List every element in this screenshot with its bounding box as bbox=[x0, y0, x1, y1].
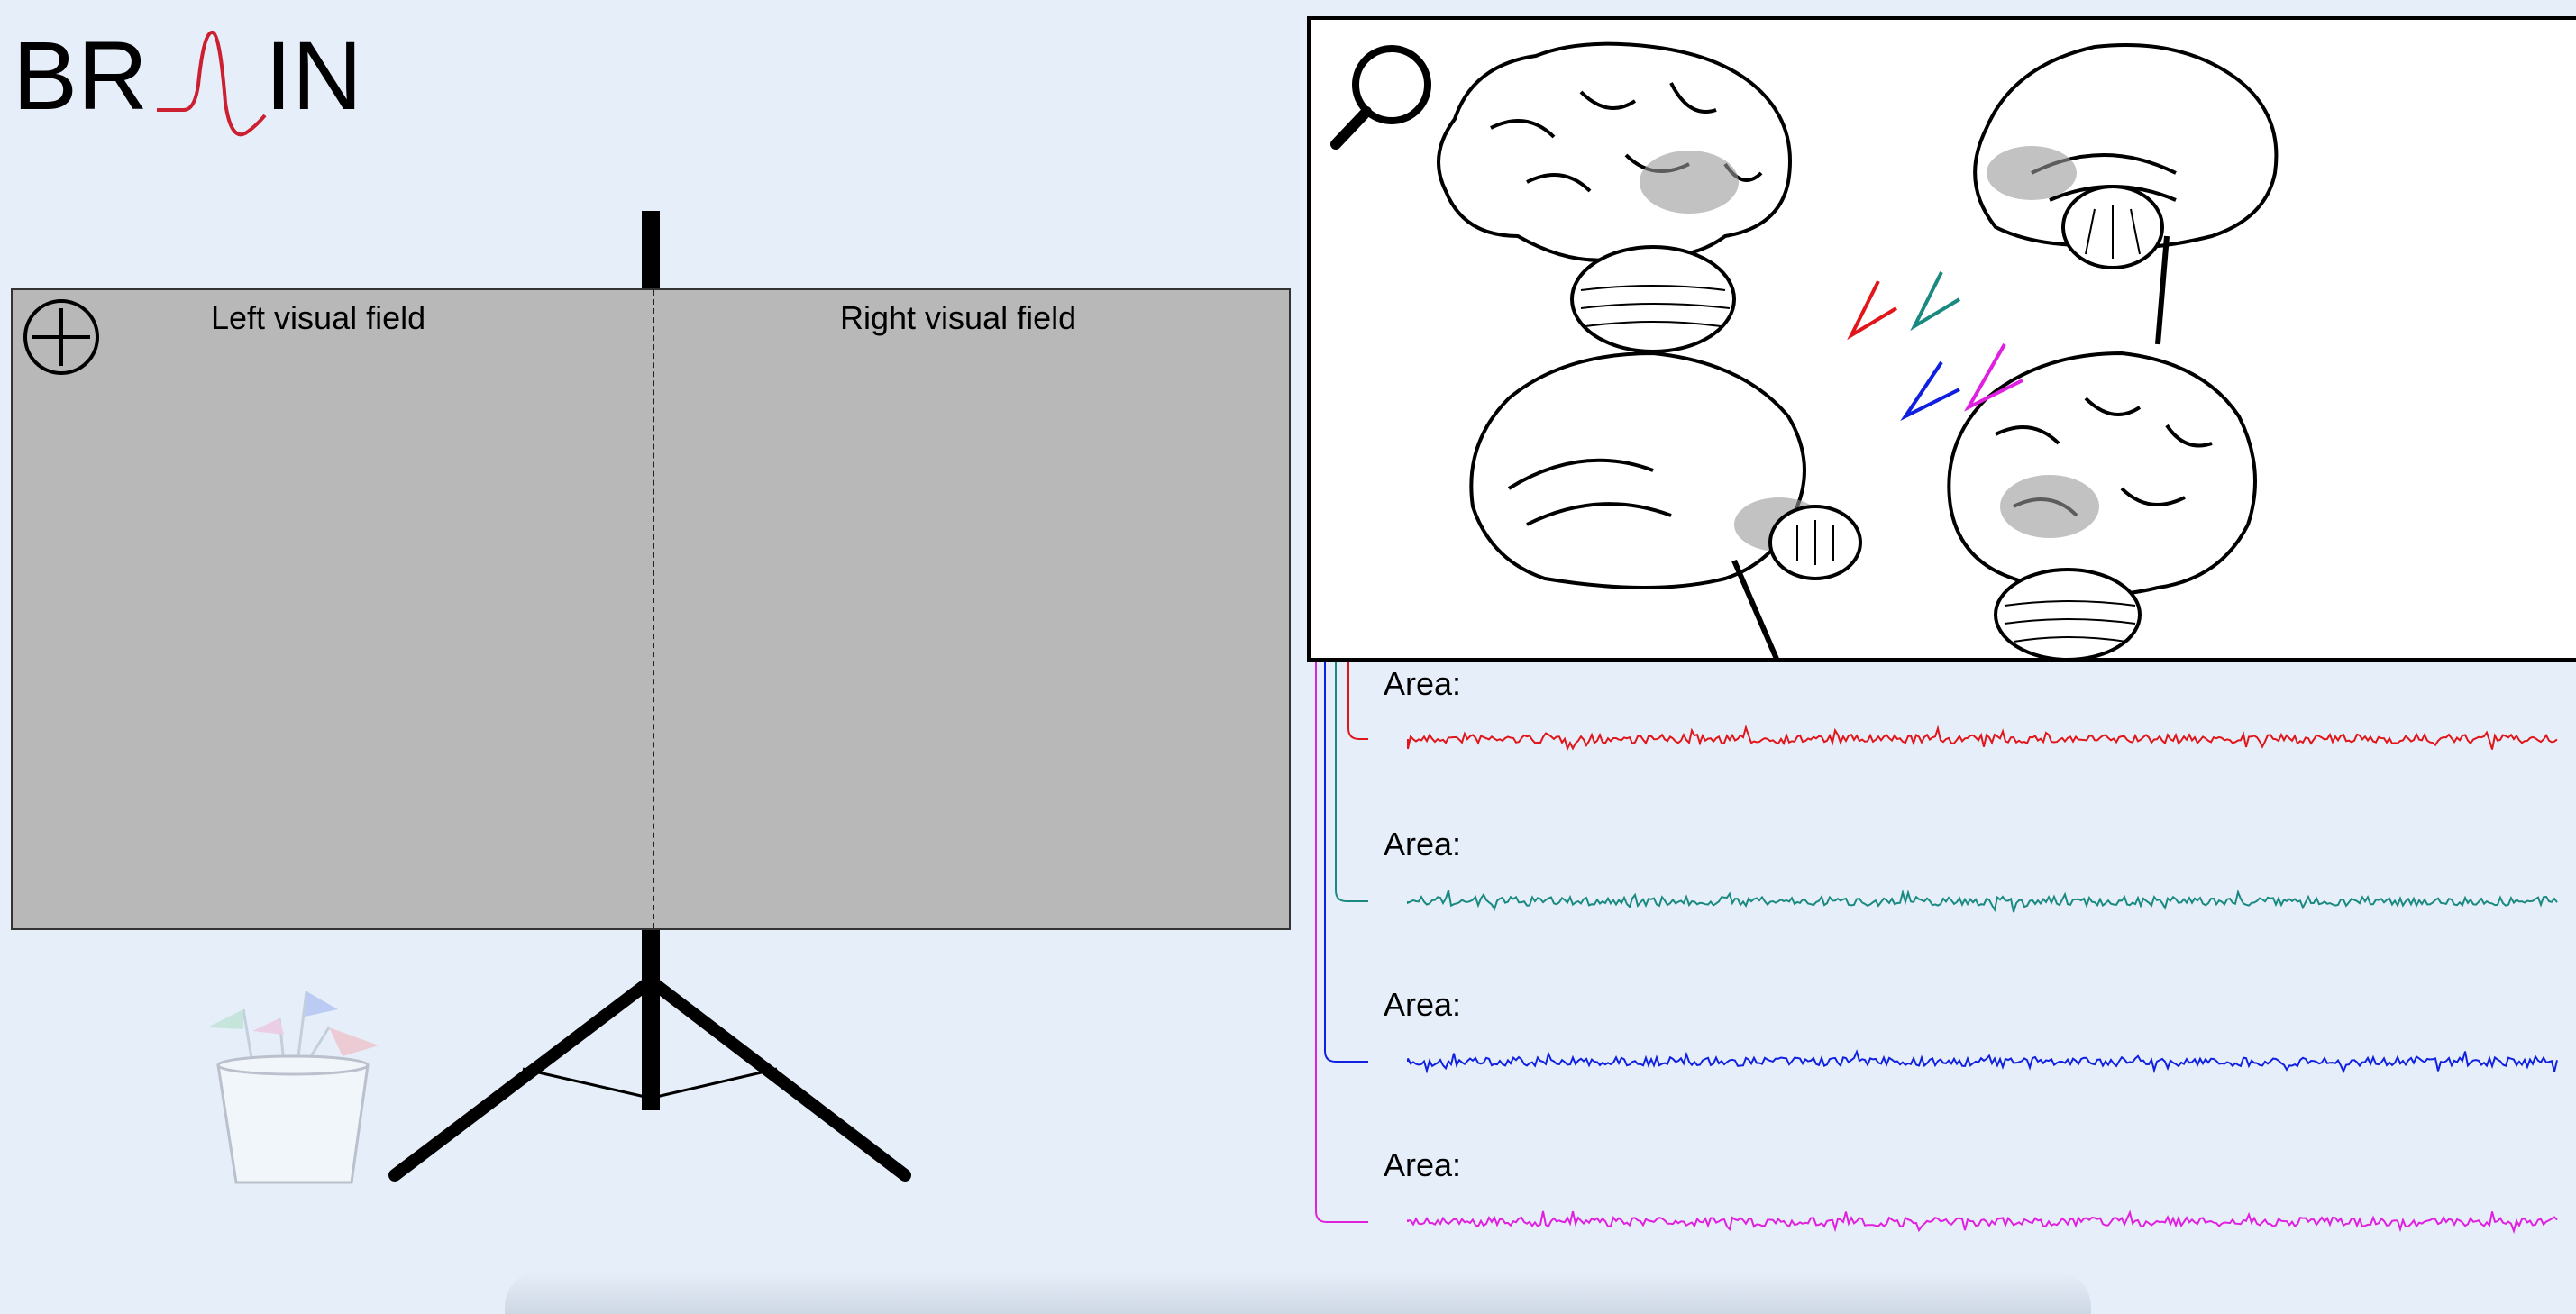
channel-connector bbox=[1347, 662, 1368, 740]
brain-illustrations[interactable] bbox=[1311, 20, 2576, 662]
circle-plus-icon[interactable] bbox=[20, 296, 103, 379]
eeg-trace-line bbox=[1407, 724, 2558, 752]
visual-field-screen[interactable]: Left visual field Right visual field bbox=[11, 288, 1291, 930]
channel-3-label: Area: bbox=[1384, 986, 1462, 1023]
eeg-trace-line bbox=[1407, 1209, 2558, 1235]
channel-4-label: Area: bbox=[1384, 1146, 1462, 1183]
magnifier-icon[interactable] bbox=[1327, 32, 1444, 159]
brain-areas-panel[interactable] bbox=[1307, 16, 2576, 662]
left-visual-field-label: Left visual field bbox=[211, 299, 426, 336]
brain-lateral-top bbox=[1437, 41, 1792, 353]
area-pointers bbox=[1847, 271, 2023, 422]
bottom-drawer-handle[interactable] bbox=[505, 1271, 2091, 1314]
logo-text-left: BR bbox=[13, 21, 149, 130]
spike-icon bbox=[157, 31, 267, 137]
channel-1-label: Area: bbox=[1384, 665, 1462, 702]
eeg-trace-line bbox=[1407, 1049, 2558, 1074]
channel-connector bbox=[1335, 662, 1368, 902]
channel-connector bbox=[1315, 662, 1368, 1223]
right-visual-field-label: Right visual field bbox=[840, 299, 1077, 336]
app-logo: BR IN bbox=[13, 13, 373, 139]
eeg-trace-line bbox=[1407, 889, 2558, 913]
channel-connector bbox=[1324, 662, 1368, 1063]
flag-cup-icon[interactable] bbox=[198, 991, 397, 1190]
visual-field-divider bbox=[653, 290, 654, 928]
channel-2-label: Area: bbox=[1384, 826, 1462, 862]
logo-text-right: IN bbox=[265, 21, 362, 130]
brain-medial-bottom bbox=[1469, 351, 1862, 658]
brain-lateral-bottom bbox=[1947, 351, 2257, 658]
brain-medial-top bbox=[1973, 43, 2279, 345]
